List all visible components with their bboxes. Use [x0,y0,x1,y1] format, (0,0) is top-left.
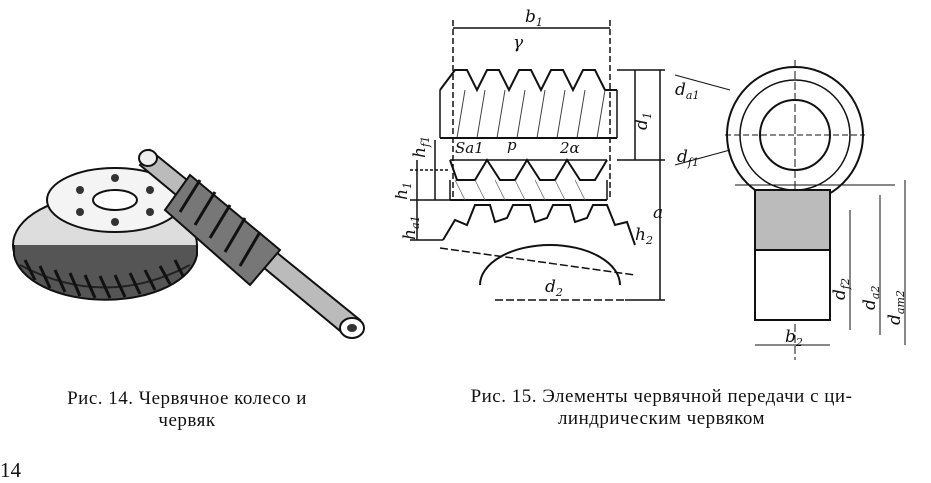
label-2alpha: 2α [559,139,580,157]
figure-14-worm-gear-illustration [0,120,380,360]
figure-15-caption: Рис. 15. Элементы червячной передачи с ц… [392,386,931,430]
label-p: p [507,136,517,154]
label-dam2: dam2 [885,290,907,325]
page-number: 14 [0,458,21,482]
label-a: a [653,203,663,223]
label-hf1: hf1 [410,136,432,158]
figure-14-caption-line-2: червяк [158,410,216,431]
figure-15-caption-line-1: Рис. 15. Элементы червячной передачи с ц… [470,386,853,407]
worm-shaft [138,148,365,339]
label-da2: da2 [860,286,882,310]
label-df1: df1 [677,147,699,169]
worm-section [410,20,665,301]
wheel-section [674,60,906,360]
label-da1: da1 [675,80,699,102]
figure-14-caption-line-1: Рис. 14. Червячное колесо и [67,388,307,409]
label-d1: d1 [632,112,654,130]
label-gamma: γ [513,33,524,53]
label-b2: b2 [785,327,803,349]
label-h2: h2 [635,225,653,247]
dimension-labels: b1 γ Sa1 p 2α hf1 h1 ha1 d1 da1 df1 a h2… [392,7,907,349]
label-h1: h1 [395,182,414,200]
worm-gearing-drawing: b1 γ Sa1 p 2α hf1 h1 ha1 d1 da1 df1 a h2… [392,7,907,360]
label-d2: d2 [545,277,563,299]
label-df2: df2 [830,278,852,300]
label-b1: b1 [525,7,543,29]
worm-gear-drawing [12,148,365,339]
figure-14-caption: Рис. 14. Червячное колесо и червяк [2,388,372,432]
label-sa1: Sa1 [455,139,484,157]
figure-15-worm-gearing-diagram: b1 γ Sa1 p 2α hf1 h1 ha1 d1 da1 df1 a h2… [392,0,931,370]
worm-wheel [12,167,198,301]
label-ha1: ha1 [400,215,422,240]
figure-15-caption-line-2: линдрическим червяком [557,408,766,429]
